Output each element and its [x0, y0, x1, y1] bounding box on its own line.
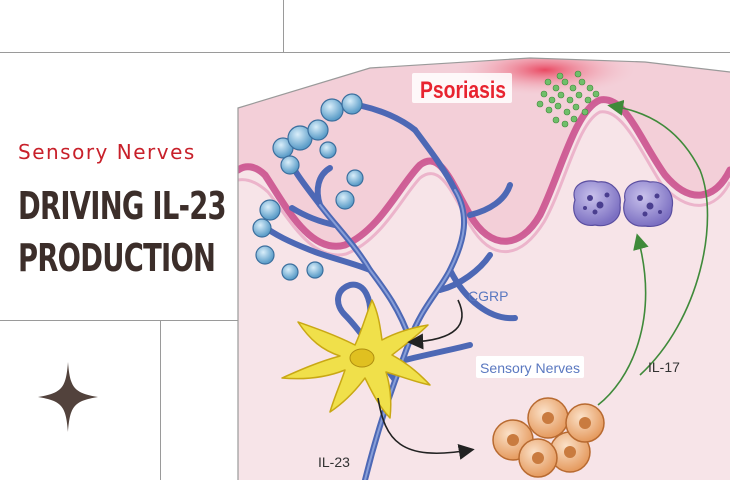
il23-arrow: [377, 397, 475, 460]
subtitle: Sensory Nerves: [18, 140, 196, 164]
four-point-star-icon: [38, 362, 98, 432]
label-sensory-nerves: Sensory Nerves: [480, 360, 580, 376]
t-cells: [492, 397, 605, 478]
frame-line-mid-horizontal: [0, 320, 240, 321]
panel-border: [237, 57, 730, 480]
nerve-vesicles: [252, 93, 364, 281]
page-title: DRIVING IL-23 PRODUCTION: [18, 180, 227, 284]
label-il17: IL-17: [648, 359, 680, 375]
mast-cells: [573, 180, 674, 227]
label-psoriasis: Psoriasis: [420, 77, 506, 104]
label-cgrp: CGRP: [468, 288, 508, 304]
dendritic-cell: [281, 299, 431, 419]
basement-membrane: [238, 96, 730, 250]
frame-line-bottom-vertical: [160, 320, 161, 480]
il17-arrow-to-mast: [597, 233, 649, 406]
frame-line-top-vertical: [283, 0, 284, 52]
title-line-1: DRIVING IL-23: [18, 184, 227, 228]
frame-line-top-horizontal: [0, 52, 730, 53]
il17-arrow-to-skin: [607, 99, 709, 376]
keratinocyte-cluster: [536, 70, 600, 128]
cgrp-arrow: [407, 299, 463, 350]
label-il23: IL-23: [318, 454, 350, 470]
title-line-2: PRODUCTION: [18, 236, 216, 280]
